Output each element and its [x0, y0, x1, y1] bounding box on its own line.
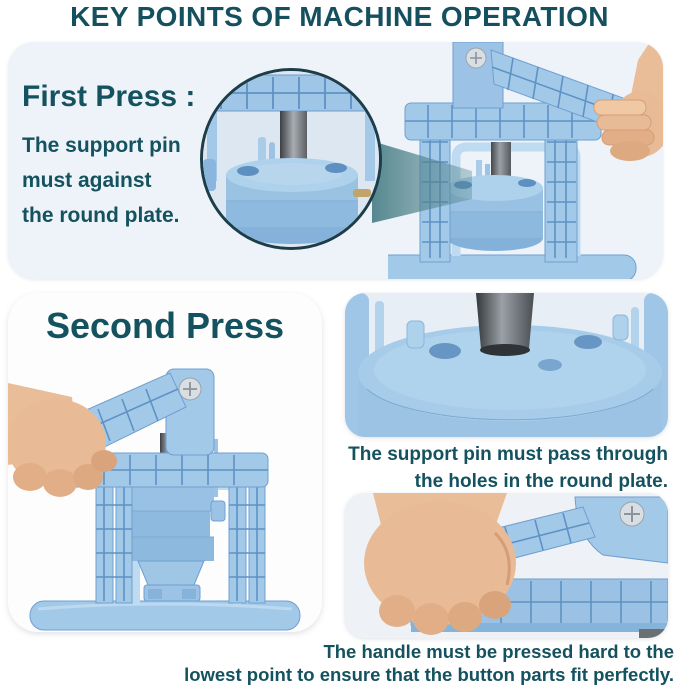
first-press-line-2: must against	[22, 169, 152, 192]
zoom-callout-arrow-icon	[372, 141, 472, 223]
second-press-heading: Second Press	[45, 305, 285, 346]
first-press-line-3: the round plate.	[22, 204, 180, 227]
page-title: KEY POINTS OF MACHINE OPERATION	[70, 1, 609, 32]
handle-caption-line-1: The handle must be pressed hard to the	[323, 641, 674, 662]
first-press-text-block: First Press : The support pin must again…	[22, 80, 195, 233]
first-press-heading: First Press :	[22, 80, 196, 113]
zoom-inset-circle	[200, 68, 382, 250]
pin-caption-line-2: the holes in the round plate.	[414, 471, 668, 492]
handle-pressed-photo	[345, 493, 668, 638]
first-press-section: First Press : The support pin must again…	[8, 42, 663, 279]
handle-pressed-illustration	[345, 493, 668, 638]
second-press-section: Second Press	[8, 293, 322, 632]
handle-caption-line-2: lowest point to ensure that the button p…	[184, 663, 674, 685]
pin-through-plate-photo	[345, 293, 668, 437]
pin-caption-line-1: The support pin must pass through	[348, 444, 668, 465]
second-press-machine-photo	[8, 368, 301, 631]
pin-through-plate-illustration	[345, 293, 668, 437]
pin-caption: The support pin must pass through the ho…	[300, 441, 668, 495]
first-press-line-1: The support pin	[22, 134, 181, 157]
handle-caption: The handle must be pressed hard to the l…	[120, 641, 674, 686]
pin-against-plate-closeup	[203, 71, 379, 247]
